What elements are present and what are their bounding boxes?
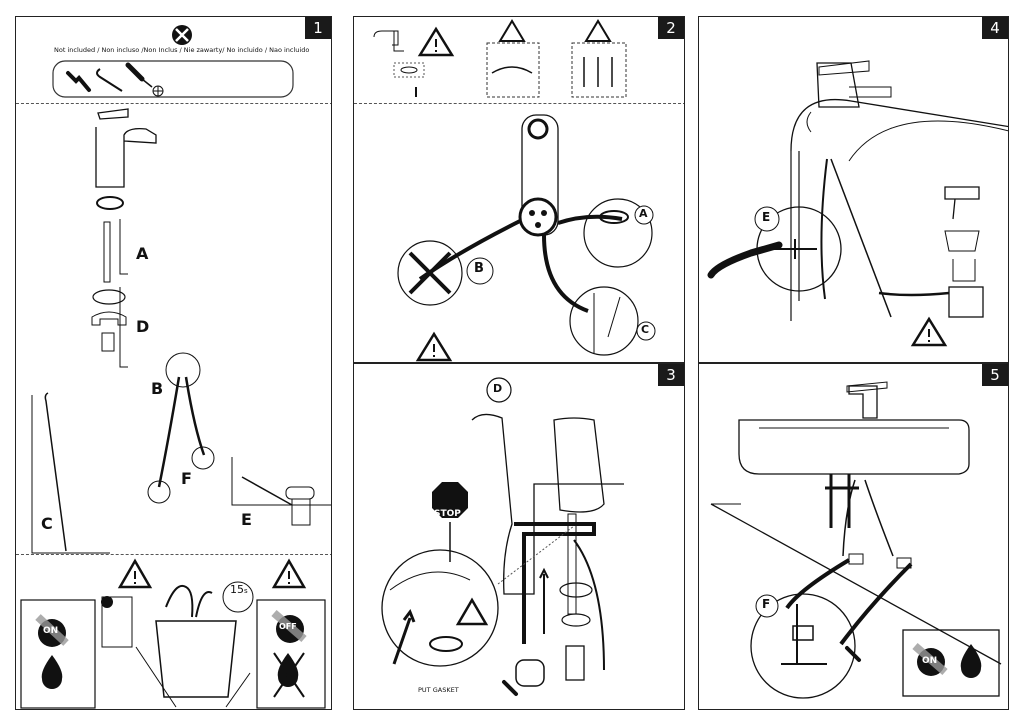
step-number: 4 [982, 17, 1008, 39]
label-e: E [241, 510, 252, 529]
section-divider [354, 103, 684, 104]
step-3-illustration [381, 377, 624, 696]
label-e: E [762, 210, 771, 224]
panel-step-5: 5 F ON [698, 363, 1009, 710]
panel-step-1: 1 [15, 16, 332, 710]
on-switch-icon [912, 642, 948, 676]
step-5-illustration [710, 381, 1002, 699]
screwdriver-icon [125, 62, 164, 97]
warning-icon [417, 26, 455, 57]
label-b: B [474, 261, 484, 276]
label-c: C [641, 323, 650, 336]
off-label: OFF [279, 622, 297, 631]
water-drop-icon [960, 644, 982, 678]
wrench-icon [845, 646, 861, 662]
step-1-illustration [20, 25, 331, 709]
step-number: 3 [658, 364, 684, 386]
step-2-illustration [373, 19, 656, 362]
hex-key-icon [96, 68, 123, 92]
faucet-drawing [95, 108, 157, 188]
on-switch-icon [35, 614, 69, 647]
label-f: F [762, 597, 771, 611]
on-label: ON [43, 626, 59, 636]
label-b: B [151, 379, 164, 398]
water-drop-icon [41, 655, 63, 689]
warning-icon [271, 558, 307, 589]
warning-icon [584, 19, 612, 42]
on-label: ON [922, 656, 938, 666]
off-switch-icon [271, 609, 307, 643]
tools-not-included-icon [172, 25, 192, 45]
not-included-text: Not included / Non incluso /Non Inclus /… [54, 46, 310, 54]
wrench-icon [66, 71, 91, 92]
step-number: 1 [305, 17, 331, 39]
label-d: D [493, 382, 503, 395]
screwdriver-icon [707, 241, 783, 279]
step-number: 2 [658, 17, 684, 39]
warning-icon [910, 316, 948, 347]
label-f: F [181, 469, 192, 488]
warning-icon [415, 331, 453, 362]
stop-label: STOP [434, 509, 461, 519]
no-water-icon [273, 652, 305, 698]
warning-icon [455, 597, 489, 626]
put-gasket-label: PUT GASKET [418, 686, 459, 694]
warning-icon [498, 19, 526, 42]
stop-sign-icon [432, 482, 468, 518]
label-c: C [41, 514, 53, 533]
panel-step-2: 2 A B C [353, 16, 685, 363]
panel-step-3: 3 D STOP PUT GASKET [353, 363, 685, 710]
timer-value: 15s [230, 583, 248, 596]
warning-icon [117, 558, 153, 589]
label-a: A [136, 244, 149, 263]
label-d: D [136, 317, 150, 336]
panel-step-4: 4 E [698, 16, 1009, 363]
label-a: A [639, 207, 648, 220]
step-4-illustration [707, 60, 1008, 347]
section-divider [16, 103, 331, 104]
wrench-icon [502, 680, 518, 696]
section-divider [16, 554, 331, 555]
step-number: 5 [982, 364, 1008, 386]
